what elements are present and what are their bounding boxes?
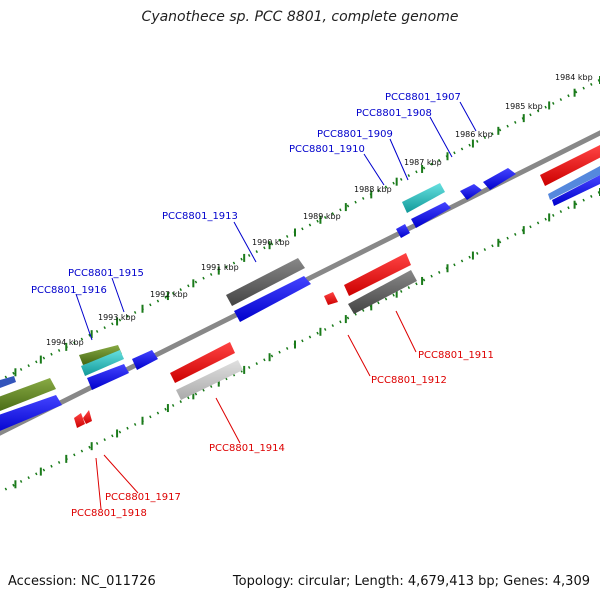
lower-scale bbox=[0, 190, 600, 494]
gene-arrow[interactable] bbox=[548, 166, 600, 200]
kbp-label: 1990 kbp bbox=[252, 238, 290, 247]
gene-arrow[interactable] bbox=[348, 270, 417, 314]
gene-label[interactable]: PCC8801_1913 bbox=[162, 211, 238, 222]
lower-scale-ticks bbox=[14, 188, 600, 489]
gene-label[interactable]: PCC8801_1918 bbox=[71, 508, 147, 519]
gene-label[interactable]: PCC8801_1916 bbox=[31, 285, 107, 296]
gene-arrow[interactable] bbox=[396, 224, 410, 238]
gene-arrow[interactable] bbox=[324, 292, 338, 305]
gene-label[interactable]: PCC8801_1910 bbox=[289, 144, 365, 155]
forward-gene-labels: PCC8801_1907 PCC8801_1908 PCC8801_1909 P… bbox=[31, 92, 461, 296]
label-connectors bbox=[75, 101, 477, 510]
kbp-label: 1985 kbp bbox=[505, 102, 543, 111]
kbp-label: 1988 kbp bbox=[354, 185, 392, 194]
map-title: Cyanothece sp. PCC 8801, complete genome bbox=[141, 9, 459, 25]
kbp-labels: 1984 kbp 1985 kbp 1986 kbp 1987 kbp 1988… bbox=[46, 73, 593, 347]
gene-arrow[interactable] bbox=[0, 395, 62, 435]
gene-arrow[interactable] bbox=[83, 410, 92, 424]
forward-genes bbox=[0, 145, 600, 435]
gene-arrow[interactable] bbox=[460, 184, 482, 200]
gene-arrow[interactable] bbox=[176, 360, 243, 400]
gene-arrow[interactable] bbox=[234, 276, 311, 322]
gene-arrow[interactable] bbox=[411, 202, 451, 228]
upper-scale-ticks bbox=[14, 76, 600, 377]
kbp-label: 1992 kbp bbox=[150, 290, 188, 299]
gene-arrow[interactable] bbox=[226, 258, 305, 306]
gene-arrow[interactable] bbox=[81, 350, 124, 376]
kbp-label: 1994 kbp bbox=[46, 338, 84, 347]
kbp-label: 1987 kbp bbox=[404, 158, 442, 167]
kbp-label: 1984 kbp bbox=[555, 73, 593, 82]
gene-label[interactable]: PCC8801_1907 bbox=[385, 92, 461, 103]
gene-arrow[interactable] bbox=[540, 145, 600, 186]
gene-label[interactable]: PCC8801_1912 bbox=[371, 375, 447, 386]
gene-arrow[interactable] bbox=[79, 345, 122, 365]
kbp-label: 1989 kbp bbox=[303, 212, 341, 221]
kbp-label: 1986 kbp bbox=[455, 130, 493, 139]
genome-summary-text: Topology: circular; Length: 4,679,413 bp… bbox=[232, 574, 590, 589]
gene-arrow[interactable] bbox=[170, 342, 235, 383]
gene-arrow[interactable] bbox=[402, 183, 445, 213]
gene-arrow[interactable] bbox=[552, 175, 600, 206]
gene-arrow[interactable] bbox=[132, 350, 158, 370]
gene-label[interactable]: PCC8801_1911 bbox=[418, 350, 494, 361]
kbp-label: 1991 kbp bbox=[201, 263, 239, 272]
accession-text: Accession: NC_011726 bbox=[8, 574, 156, 589]
reverse-genes bbox=[74, 253, 417, 428]
gene-label[interactable]: PCC8801_1917 bbox=[105, 492, 181, 503]
gene-label[interactable]: PCC8801_1914 bbox=[209, 443, 285, 454]
gene-arrow[interactable] bbox=[74, 413, 85, 428]
gene-label[interactable]: PCC8801_1915 bbox=[68, 268, 144, 279]
kbp-label: 1993 kbp bbox=[98, 313, 136, 322]
upper-scale bbox=[0, 78, 600, 382]
gene-label[interactable]: PCC8801_1909 bbox=[317, 129, 393, 140]
gene-arrow[interactable] bbox=[87, 364, 129, 390]
gene-label[interactable]: PCC8801_1908 bbox=[356, 108, 432, 119]
gene-arrow[interactable] bbox=[0, 378, 56, 415]
reverse-gene-labels: PCC8801_1911 PCC8801_1912 PCC8801_1914 P… bbox=[71, 350, 494, 519]
gene-arrow[interactable] bbox=[483, 168, 516, 190]
gene-arrow[interactable] bbox=[344, 253, 411, 296]
gene-arrow[interactable] bbox=[0, 376, 16, 388]
